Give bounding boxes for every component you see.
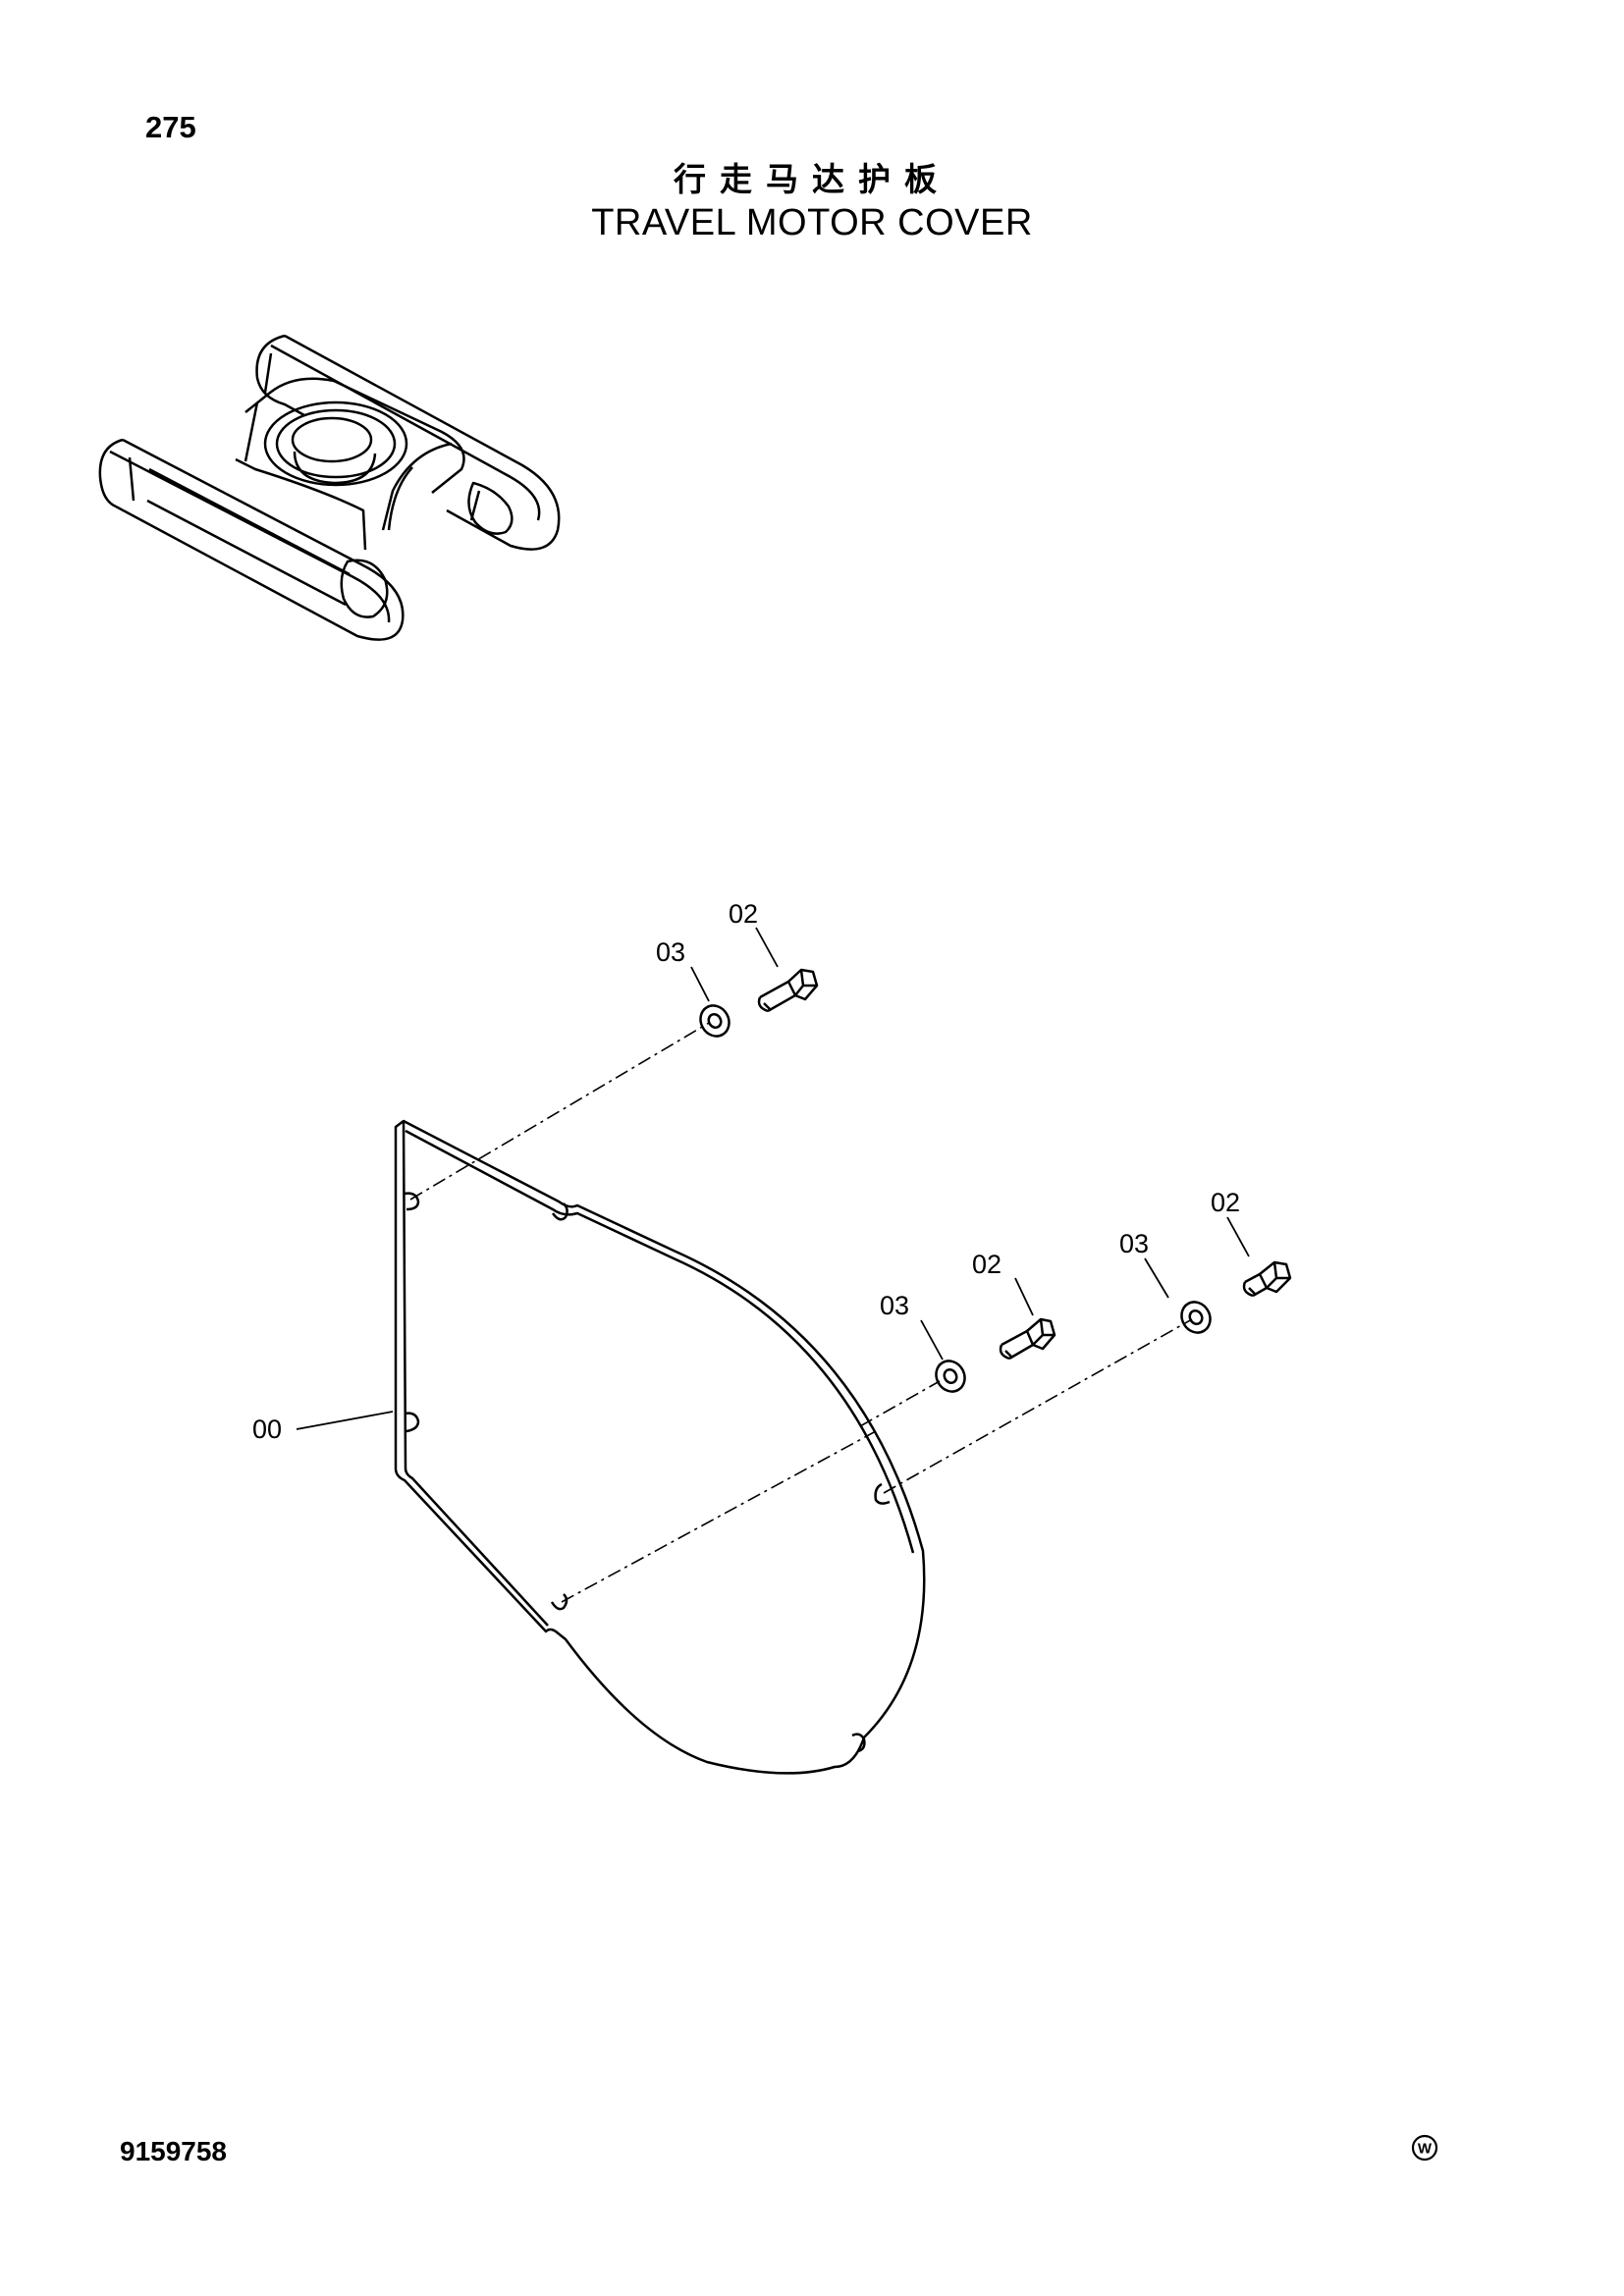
callout-bolt-middle: 02	[972, 1250, 1001, 1279]
callout-leaders	[296, 927, 1250, 1430]
callout-washer-middle: 03	[880, 1291, 909, 1320]
undercarriage-thumbnail	[98, 334, 561, 641]
callout-bolt-right: 02	[1211, 1188, 1240, 1217]
callout-cover-plate: 00	[252, 1415, 282, 1444]
callout-washer-right: 03	[1119, 1229, 1149, 1258]
washer-top	[699, 1004, 731, 1038]
bolt-top	[757, 968, 819, 1013]
assembly-center-lines	[409, 1022, 1193, 1603]
w-mark-letter: W	[1418, 2141, 1433, 2158]
w-circle-mark-icon: W	[1411, 2134, 1438, 2162]
page-title: TRAVEL MOTOR COVER	[591, 202, 1033, 243]
washer-right	[1180, 1301, 1212, 1334]
callout-washer-top: 03	[656, 937, 685, 967]
bolt-middle	[999, 1317, 1056, 1361]
drawing-number: 9159758	[120, 2136, 228, 2166]
page-number: 275	[145, 110, 196, 144]
callout-bolt-top: 02	[729, 899, 758, 929]
travel-motor-cover-plate	[394, 1119, 926, 1775]
bolt-right	[1242, 1260, 1292, 1298]
page-title-chinese: 行走马达护板	[674, 160, 950, 198]
washer-middle	[935, 1360, 966, 1393]
